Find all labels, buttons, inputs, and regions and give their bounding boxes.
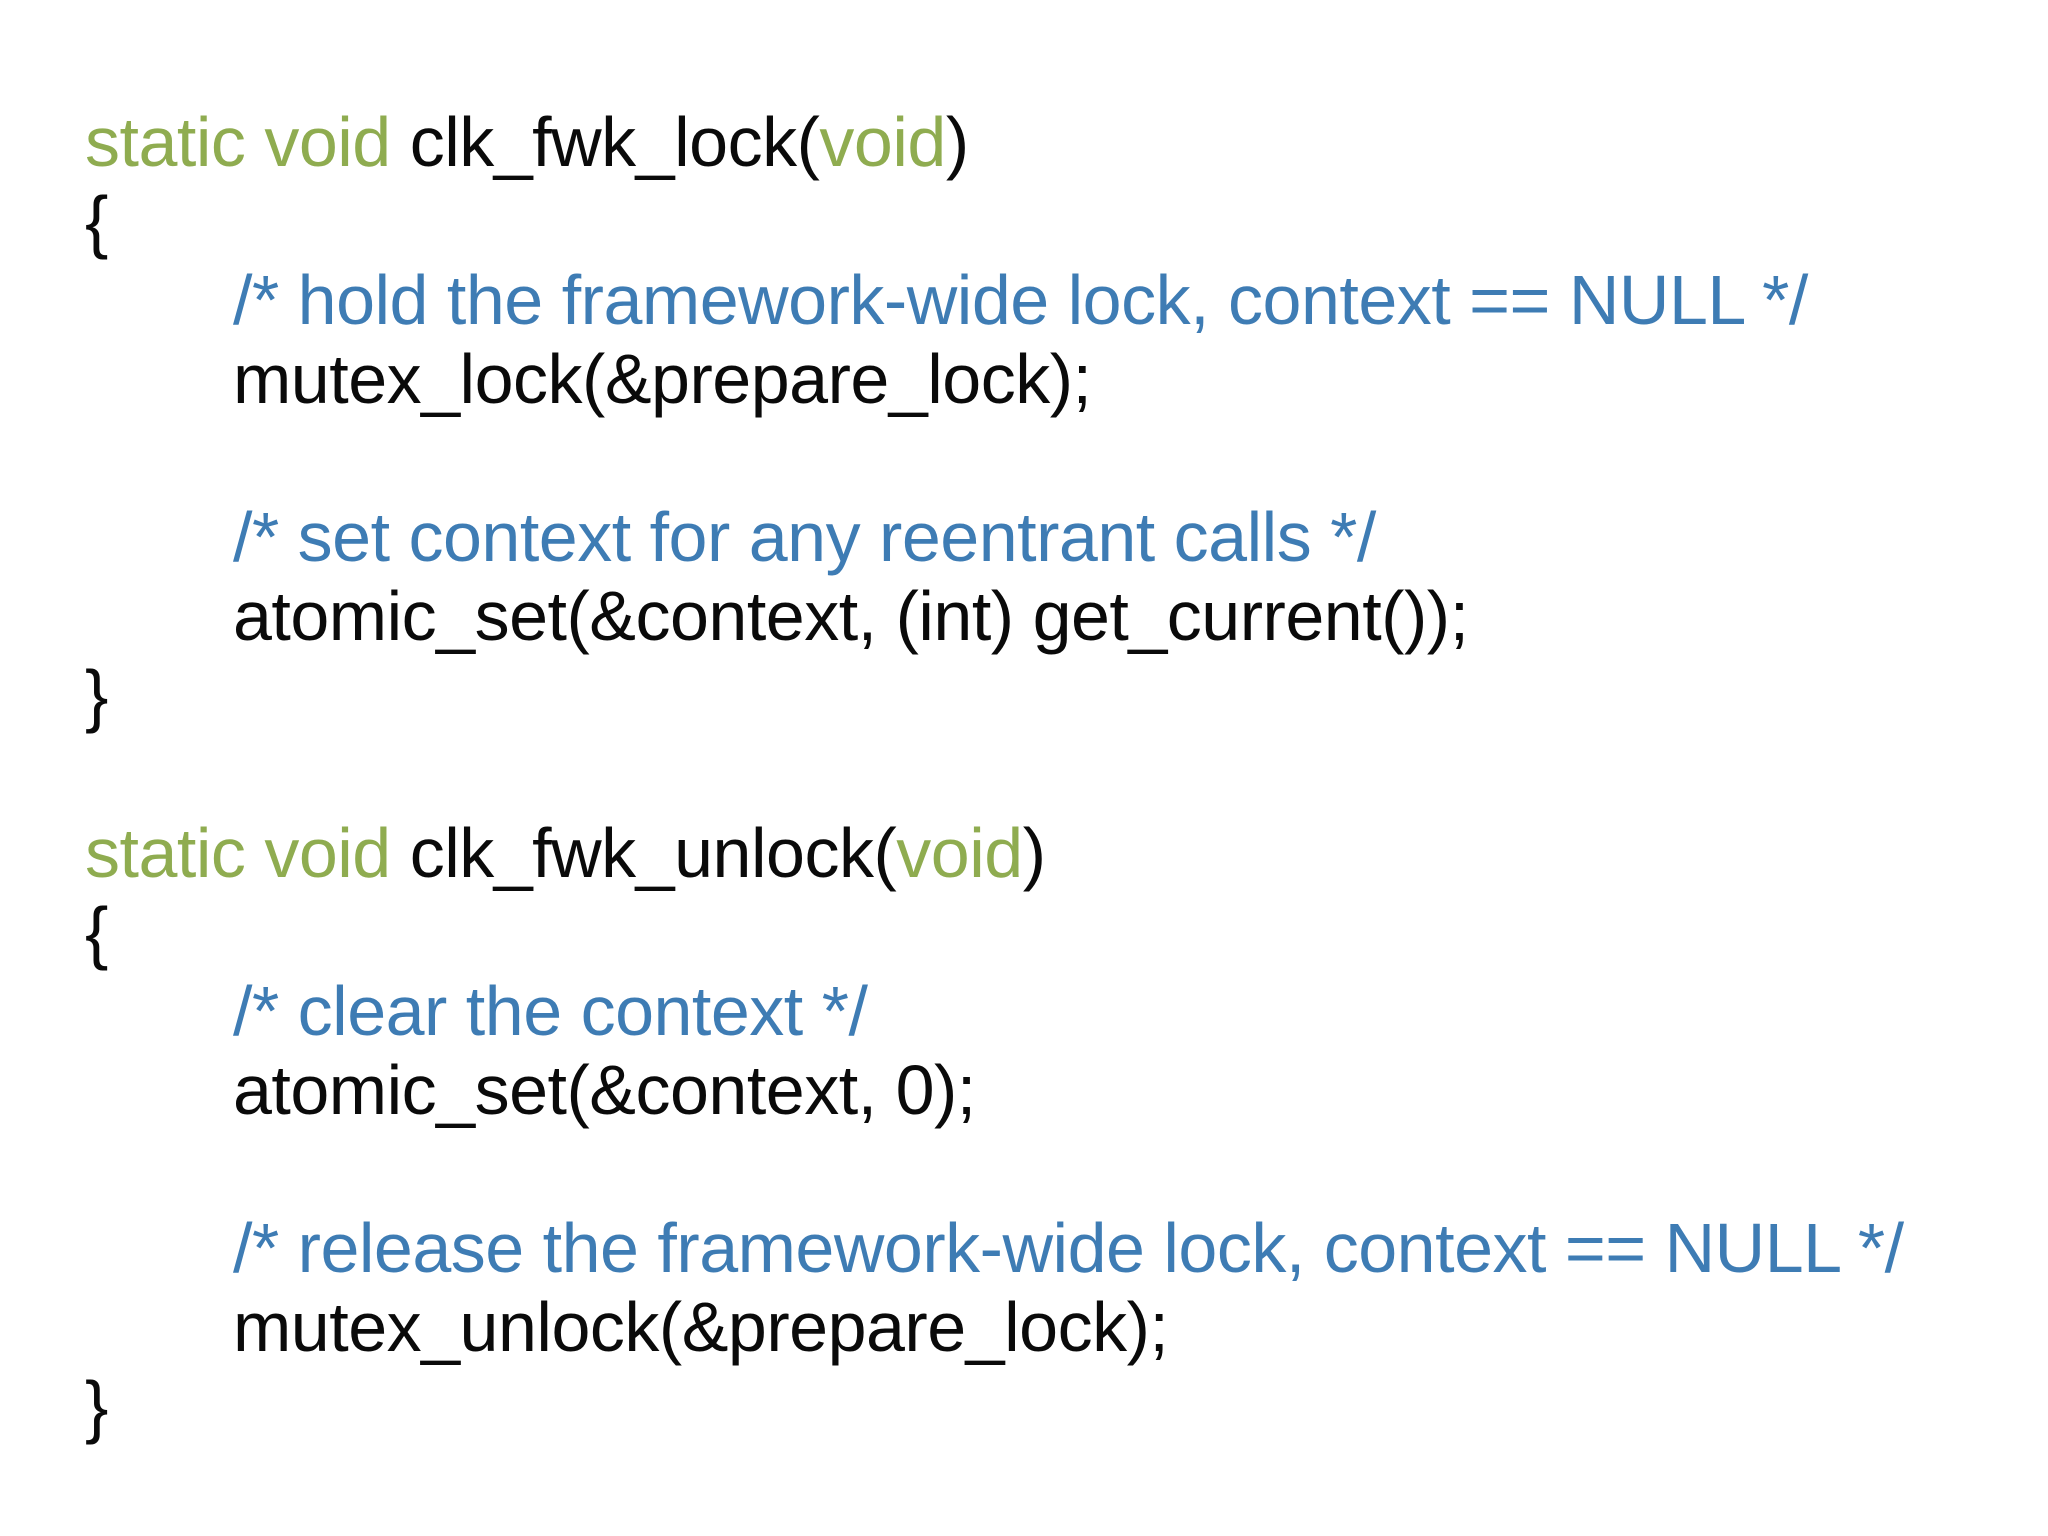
code-line-blank (85, 1130, 1904, 1209)
code-token: { (85, 182, 108, 260)
keyword-token: static void (85, 814, 410, 892)
code-line: /* hold the framework-wide lock, context… (85, 261, 1904, 340)
comment-token: /* release the framework-wide lock, cont… (233, 1209, 1904, 1287)
keyword-token: static void (85, 103, 410, 181)
comment-token: /* clear the context */ (233, 972, 868, 1050)
code-token: atomic_set(&context, 0); (233, 1051, 976, 1129)
code-line: /* clear the context */ (85, 972, 1904, 1051)
code-line: } (85, 656, 1904, 735)
code-line: { (85, 182, 1904, 261)
code-token: ) (945, 103, 969, 181)
code-line: static void clk_fwk_unlock(void) (85, 814, 1904, 893)
code-line: } (85, 1367, 1904, 1446)
code-line-blank (85, 419, 1904, 498)
keyword-token: void (819, 103, 946, 181)
code-token: } (85, 656, 108, 734)
code-line: mutex_unlock(&prepare_lock); (85, 1288, 1904, 1367)
code-token: atomic_set(&context, (int) get_current()… (233, 577, 1469, 655)
code-token: clk_fwk_unlock( (409, 814, 897, 892)
code-token: mutex_unlock(&prepare_lock); (233, 1288, 1169, 1366)
code-line: /* release the framework-wide lock, cont… (85, 1209, 1904, 1288)
code-line: mutex_lock(&prepare_lock); (85, 340, 1904, 419)
comment-token: /* hold the framework-wide lock, context… (233, 261, 1808, 339)
code-token: { (85, 893, 108, 971)
code-line: static void clk_fwk_lock(void) (85, 103, 1904, 182)
code-line-blank (85, 735, 1904, 814)
code-block: static void clk_fwk_lock(void){/* hold t… (85, 103, 1904, 1446)
code-token: ) (1022, 814, 1046, 892)
code-line: /* set context for any reentrant calls *… (85, 498, 1904, 577)
code-line: { (85, 893, 1904, 972)
code-line: atomic_set(&context, 0); (85, 1051, 1904, 1130)
keyword-token: void (896, 814, 1023, 892)
code-line: atomic_set(&context, (int) get_current()… (85, 577, 1904, 656)
comment-token: /* set context for any reentrant calls *… (233, 498, 1376, 576)
code-token: } (85, 1367, 108, 1445)
code-token: mutex_lock(&prepare_lock); (233, 340, 1092, 418)
code-token: clk_fwk_lock( (409, 103, 820, 181)
